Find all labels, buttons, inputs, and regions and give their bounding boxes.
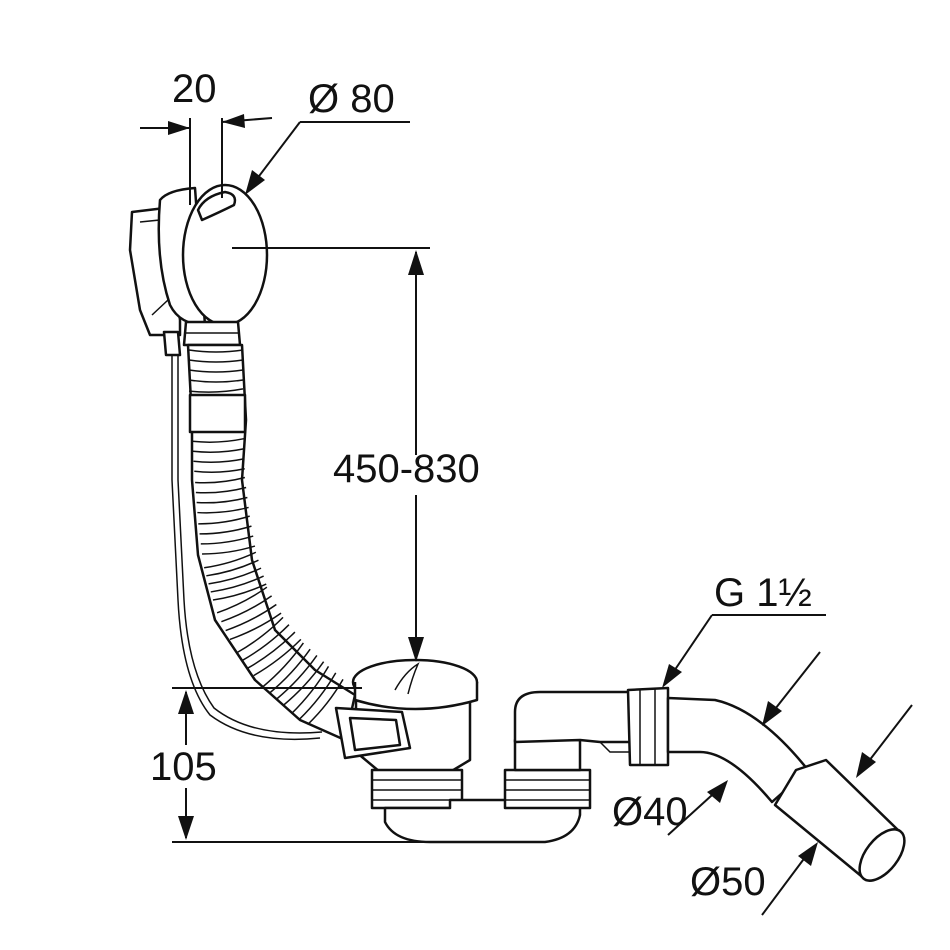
hose-rib xyxy=(193,457,245,463)
dim-pipe-diameter-small: Ø40 xyxy=(612,790,688,834)
waste-outlet xyxy=(334,658,582,844)
hose-rib xyxy=(206,559,259,577)
hose-rib xyxy=(196,496,248,504)
hose-rib xyxy=(210,575,264,593)
hose-rib xyxy=(199,525,252,535)
hose-rib xyxy=(229,612,282,641)
dimension-lines xyxy=(140,114,913,916)
hose-rib xyxy=(212,583,267,601)
hose-rib xyxy=(216,586,268,614)
hose-rib xyxy=(247,631,296,669)
trap-riser xyxy=(503,690,642,810)
hose-rib xyxy=(275,655,318,701)
hose-rib xyxy=(208,567,262,585)
dim-thread: G 1½ xyxy=(714,571,812,615)
dim-pipe-diameter-large: Ø50 xyxy=(690,860,766,904)
hose-rib xyxy=(236,616,284,654)
hose-rib xyxy=(197,506,249,514)
hose-rib xyxy=(282,661,325,707)
hose-rib xyxy=(195,486,247,494)
dim-flange-width: 20 xyxy=(172,67,217,111)
hose-rib xyxy=(253,638,302,677)
hose-rib xyxy=(242,624,290,661)
hose-rib xyxy=(191,437,245,443)
hose-rib xyxy=(188,349,244,353)
hose-rib xyxy=(194,468,245,473)
hose-rib xyxy=(307,679,344,726)
hose-rib xyxy=(188,359,244,363)
hose-rib xyxy=(268,648,311,694)
hose-rib xyxy=(188,388,244,393)
hose-rib xyxy=(299,672,337,720)
hose-rib xyxy=(188,379,244,383)
hose-rib xyxy=(198,515,250,525)
hose-rib xyxy=(262,642,304,688)
hose-rib xyxy=(202,545,256,555)
dim-overflow-diameter: Ø 80 xyxy=(308,77,395,121)
hose-rib xyxy=(290,665,330,715)
hose-rib xyxy=(192,447,245,453)
dim-waste-height: 105 xyxy=(150,745,217,789)
dim-height-range: 450-830 xyxy=(333,447,480,491)
hose-rib xyxy=(204,551,257,569)
hose-rib xyxy=(195,476,246,484)
overflow-head xyxy=(128,183,269,357)
hose-rib xyxy=(188,369,244,373)
hose-rib xyxy=(200,535,254,545)
hose-rib xyxy=(221,595,273,623)
flexible-hose xyxy=(171,343,357,742)
outlet-pipe xyxy=(626,686,906,882)
hose-rib xyxy=(225,603,277,632)
